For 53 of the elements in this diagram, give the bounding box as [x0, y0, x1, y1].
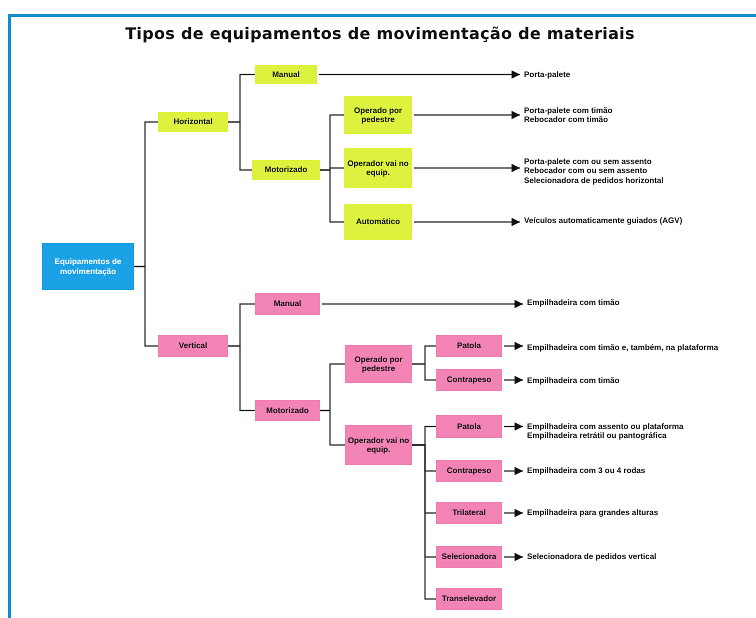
item-text: Porta-palete — [524, 70, 570, 80]
category-box: Horizontal — [158, 112, 228, 132]
connector-line — [228, 345, 255, 412]
item-text: Rebocador com timão — [524, 115, 608, 124]
item-text: Empilhadeira com assento ou plataforma — [527, 422, 684, 431]
item-text: Empilhadeira retrátil ou pantográfica — [527, 431, 667, 440]
connector-line — [134, 266, 158, 347]
category-box: Manual — [255, 65, 317, 84]
item-text: Empilhadeira para grandes alturas — [527, 508, 658, 518]
item-text: Rebocador com ou sem assento — [524, 166, 648, 176]
arrow — [504, 552, 523, 562]
item-text: Empilhadeira com timão e, também, na plataforma — [527, 343, 718, 353]
connector-line — [320, 169, 344, 223]
category-box: Contrapeso — [436, 460, 502, 482]
item-text: Empilhadeira com timão — [527, 376, 620, 386]
connector-line — [412, 363, 436, 381]
category-box: Transelevador — [436, 588, 502, 610]
arrow — [504, 342, 523, 350]
category-box: Motorizado — [255, 400, 320, 421]
category-box: Patola — [436, 335, 502, 357]
category-box: Vertical — [158, 335, 228, 357]
category-box: Manual — [255, 293, 320, 315]
arrow — [504, 422, 523, 431]
item-text: Porta-palete com ou sem assento — [524, 157, 652, 166]
arrow — [322, 300, 523, 308]
category-box: Motorizado — [252, 160, 320, 180]
category-box: Patola — [436, 415, 502, 438]
category-box: Operador vai no equip. — [345, 425, 412, 465]
category-box: Contrapeso — [436, 369, 502, 391]
category-box: Selecionadora — [436, 546, 502, 568]
item-text: Selecionadora de pedidos vertical — [527, 552, 656, 562]
item-text: Empilhadeira com timão — [527, 298, 620, 308]
connector-line — [320, 410, 345, 446]
item-text: Porta-palete com timão — [524, 106, 612, 115]
connector-line — [228, 121, 252, 171]
arrow — [504, 508, 523, 518]
arrow — [414, 164, 520, 172]
arrow — [319, 70, 520, 79]
category-box: Operado por pedestre — [344, 96, 412, 134]
category-box: Operado por pedestre — [345, 345, 412, 383]
arrow — [414, 218, 520, 226]
connector-line — [412, 444, 436, 600]
item-text: Selecionadora de pedidos horizontal — [524, 176, 664, 185]
title: Tipos de equipamentos de movimentação de materiais — [124, 24, 636, 43]
arrow — [504, 376, 523, 384]
arrow — [504, 466, 523, 476]
category-box: Automático — [344, 204, 412, 240]
category-box: Operador vai no equip. — [344, 148, 412, 188]
category-box: Trilateral — [436, 502, 502, 524]
item-text: Empilhadeira com 3 ou 4 rodas — [527, 466, 646, 476]
root-box: Equipamentos de movimentação — [42, 243, 134, 290]
item-text: Veículos automaticamente guiados (AGV) — [524, 216, 682, 226]
arrow — [414, 110, 520, 120]
